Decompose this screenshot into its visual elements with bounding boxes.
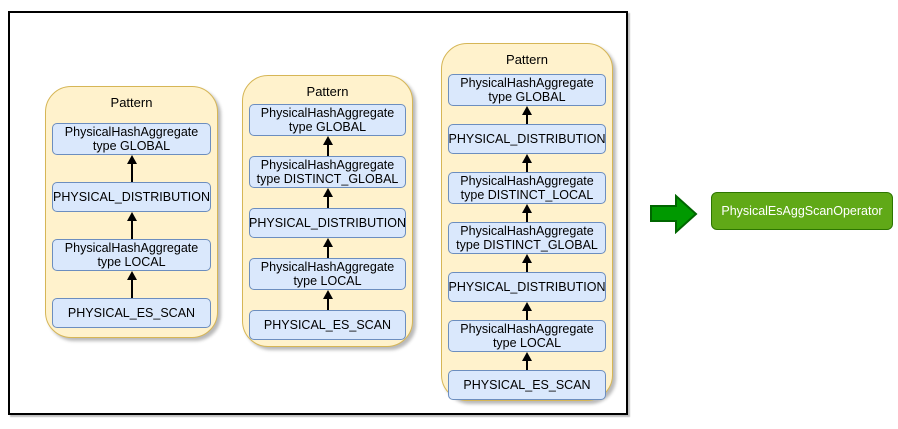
pattern-node: PHYSICAL_DISTRIBUTION — [249, 208, 406, 238]
up-arrow-icon — [249, 188, 406, 208]
up-arrow-icon — [448, 254, 606, 272]
up-arrow-icon — [52, 212, 211, 239]
up-arrow-icon — [249, 136, 406, 156]
pattern-node-stack: PhysicalHashAggregate type GLOBAL Physica… — [249, 104, 406, 340]
pattern-node: PhysicalHashAggregate type GLOBAL — [448, 74, 606, 106]
up-arrow-icon — [52, 155, 211, 182]
pattern-title: Pattern — [506, 52, 548, 67]
pattern-node: PhysicalHashAggregate type LOCAL — [249, 258, 406, 290]
pattern-container-2: Pattern PhysicalHashAggregate type GLOBA… — [242, 75, 413, 347]
up-arrow-icon — [448, 106, 606, 124]
pattern-node: PhysicalHashAggregate type DISTINCT_LOCA… — [448, 172, 606, 204]
result-operator-label: PhysicalEsAggScanOperator — [721, 204, 883, 218]
up-arrow-icon — [448, 204, 606, 222]
pattern-node: PhysicalHashAggregate type DISTINCT_GLOB… — [249, 156, 406, 188]
pattern-node: PHYSICAL_DISTRIBUTION — [448, 272, 606, 302]
pattern-title: Pattern — [110, 95, 153, 110]
pattern-node-stack: PhysicalHashAggregate type GLOBAL PHYSICA… — [52, 123, 211, 328]
pattern-node: PHYSICAL_DISTRIBUTION — [52, 182, 211, 212]
pattern-node: PhysicalHashAggregate type LOCAL — [448, 320, 606, 352]
pattern-node: PHYSICAL_ES_SCAN — [249, 310, 406, 340]
pattern-container-1: Pattern PhysicalHashAggregate type GLOBA… — [45, 86, 218, 338]
patterns-group-panel: Pattern PhysicalHashAggregate type GLOBA… — [8, 11, 628, 415]
pattern-node: PhysicalHashAggregate type LOCAL — [52, 239, 211, 271]
up-arrow-icon — [52, 271, 211, 298]
pattern-node-stack: PhysicalHashAggregate type GLOBAL PHYSICA… — [448, 74, 606, 400]
pattern-node: PHYSICAL_DISTRIBUTION — [448, 124, 606, 154]
transform-right-arrow-icon — [650, 194, 698, 234]
up-arrow-icon — [448, 154, 606, 172]
up-arrow-icon — [448, 352, 606, 370]
pattern-title: Pattern — [306, 84, 349, 99]
result-operator-box: PhysicalEsAggScanOperator — [711, 192, 893, 230]
pattern-node: PHYSICAL_ES_SCAN — [52, 298, 211, 328]
up-arrow-icon — [249, 290, 406, 310]
pattern-node: PHYSICAL_ES_SCAN — [448, 370, 606, 400]
pattern-container-3: Pattern PhysicalHashAggregate type GLOBA… — [441, 43, 613, 401]
up-arrow-icon — [448, 302, 606, 320]
pattern-node: PhysicalHashAggregate type GLOBAL — [249, 104, 406, 136]
pattern-node: PhysicalHashAggregate type DISTINCT_GLOB… — [448, 222, 606, 254]
up-arrow-icon — [249, 238, 406, 258]
pattern-node: PhysicalHashAggregate type GLOBAL — [52, 123, 211, 155]
